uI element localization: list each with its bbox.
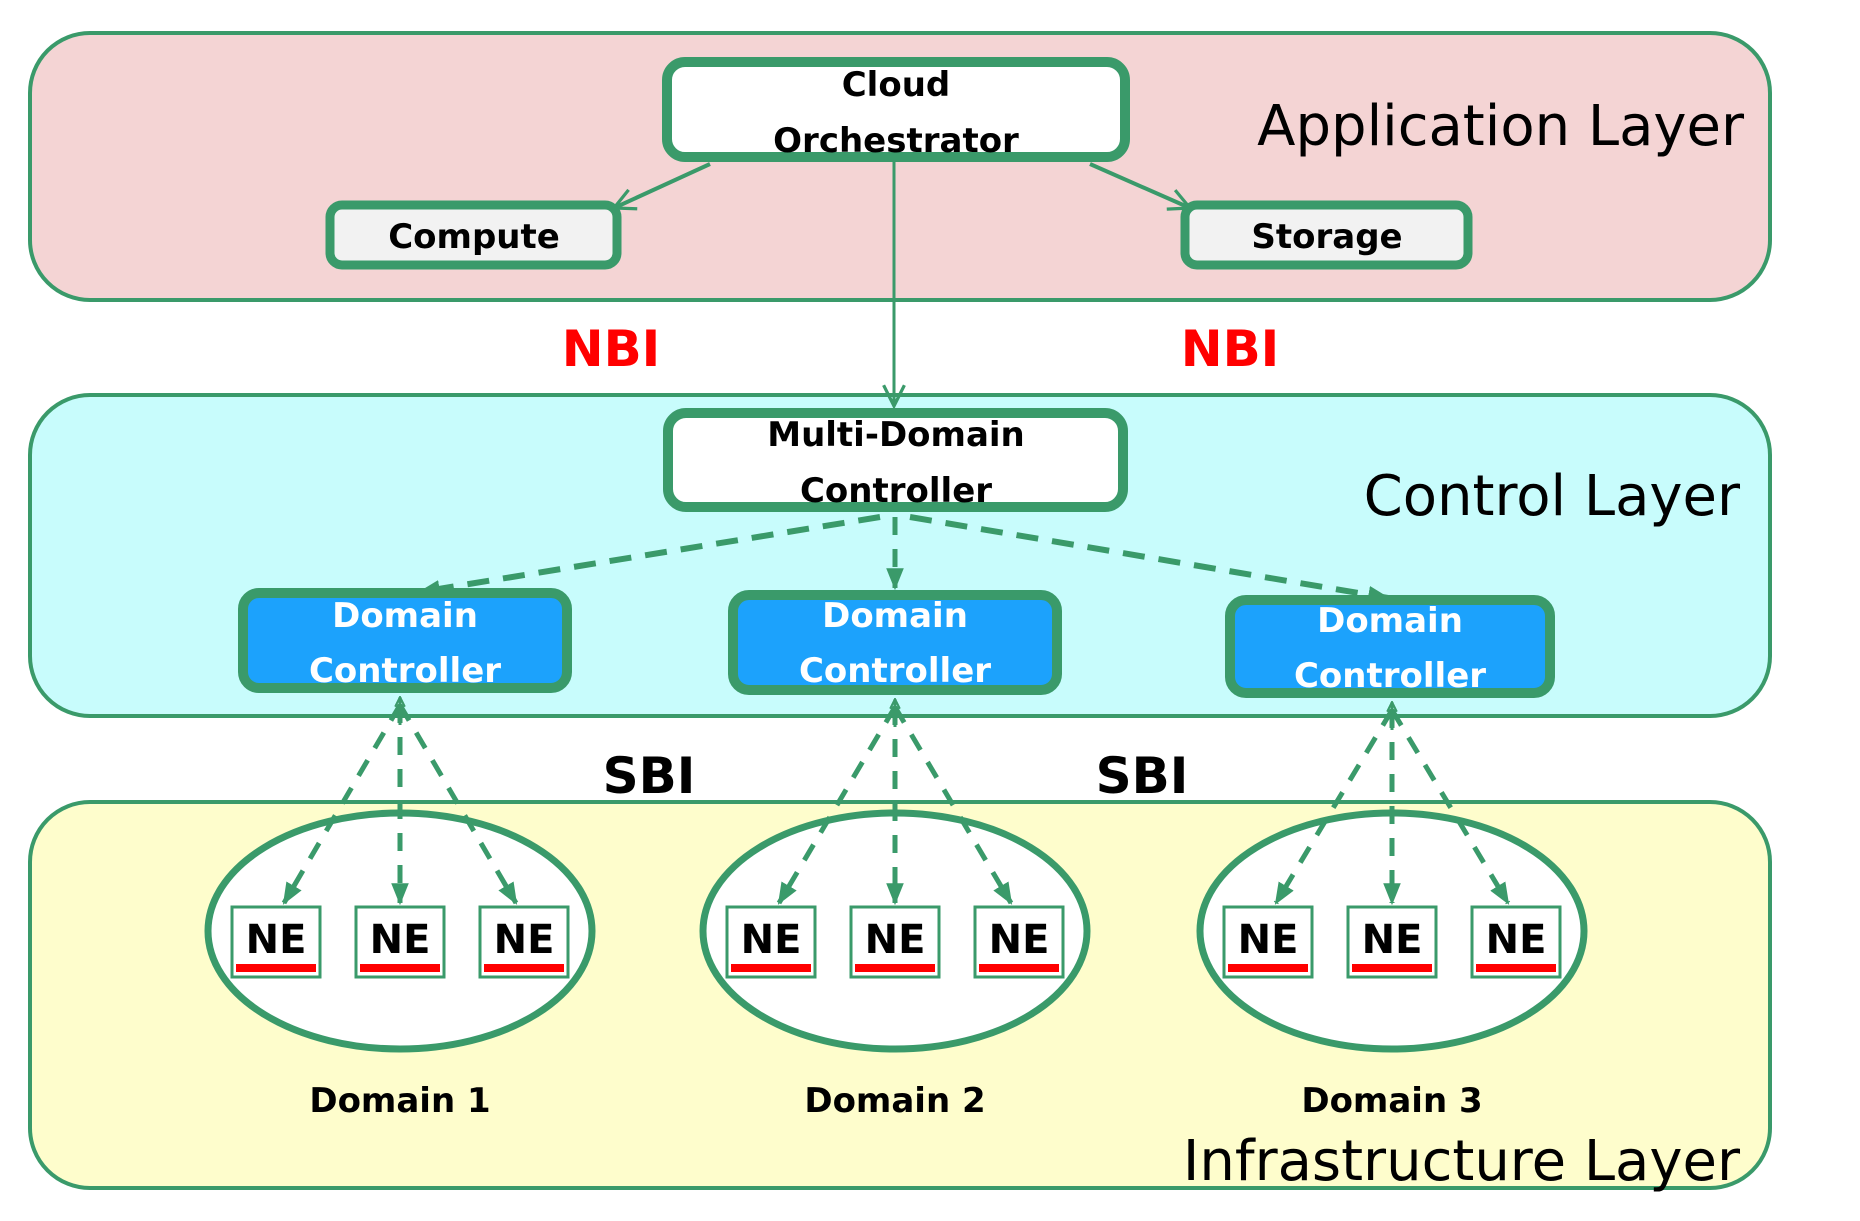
- sbi-link-domain-3-ne-1: [1273, 708, 1395, 905]
- network-element-box: NE: [1346, 905, 1438, 979]
- ne-label: NE: [1486, 917, 1547, 963]
- nbi-label-right: NBI: [1181, 320, 1280, 378]
- compute-label: Compute: [388, 217, 560, 257]
- domain-3-label: Domain 3: [1301, 1081, 1482, 1121]
- storage-label: Storage: [1251, 217, 1402, 257]
- infrastructure-layer-label: Infrastructure Layer: [1183, 1129, 1741, 1194]
- application-layer-label: Application Layer: [1257, 94, 1745, 159]
- ne-status-bar: [1228, 964, 1308, 972]
- cloud-orchestrator-line1: Cloud: [842, 65, 951, 105]
- ne-label: NE: [865, 917, 926, 963]
- sbi-label-right: SBI: [1096, 747, 1189, 805]
- ne-status-bar: [1476, 964, 1556, 972]
- ne-label: NE: [989, 917, 1050, 963]
- control-layer-label: Control Layer: [1364, 464, 1741, 529]
- domain-controller-2-box: Domain Controller: [728, 590, 1062, 695]
- cloud-orchestrator-line2: Orchestrator: [773, 121, 1019, 161]
- ne-label: NE: [1238, 917, 1299, 963]
- orchestrator-to-storage-arrow: [1089, 162, 1190, 208]
- sbi-link-domain-1-ne-3: [397, 703, 519, 905]
- network-element-box: NE: [1470, 905, 1562, 979]
- dc2-line2: Controller: [799, 651, 991, 691]
- network-element-box: NE: [230, 905, 322, 979]
- sbi-label-left: SBI: [603, 747, 696, 805]
- dc1-line2: Controller: [309, 651, 501, 691]
- domain-1-group: NE NE NE Domain 1: [204, 697, 596, 1121]
- domain-2-group: NE NE NE Domain 2: [699, 699, 1091, 1121]
- ne-label: NE: [741, 917, 802, 963]
- ne-label: NE: [370, 917, 431, 963]
- mdc-line1: Multi-Domain: [767, 415, 1025, 455]
- network-element-box: NE: [973, 905, 1065, 979]
- dc1-line1: Domain: [332, 596, 478, 636]
- network-element-box: NE: [849, 905, 941, 979]
- storage-box: Storage: [1180, 200, 1473, 270]
- network-element-box: NE: [725, 905, 817, 979]
- ne-status-bar: [360, 964, 440, 972]
- mdc-line2: Controller: [800, 471, 992, 511]
- dc3-line1: Domain: [1317, 601, 1463, 641]
- domain-1-label: Domain 1: [309, 1081, 490, 1121]
- domain-controller-1-box: Domain Controller: [238, 588, 572, 693]
- domain-controller-3-box: Domain Controller: [1225, 595, 1555, 698]
- ne-label: NE: [1362, 917, 1423, 963]
- sbi-link-domain-2-ne-3: [892, 705, 1014, 905]
- network-element-box: NE: [354, 905, 446, 979]
- cloud-orchestrator-box: Cloud Orchestrator: [662, 57, 1130, 162]
- ne-status-bar: [855, 964, 935, 972]
- network-element-box: NE: [1222, 905, 1314, 979]
- ne-status-bar: [484, 964, 564, 972]
- domain-3-group: NE NE NE Domain 3: [1196, 702, 1588, 1121]
- ne-status-bar: [731, 964, 811, 972]
- domains-group: NE NE NE Domain 1 NE NE NE Domain 2 NE NE NE Domain…: [204, 697, 1588, 1121]
- dc3-line2: Controller: [1294, 656, 1486, 696]
- multi-domain-controller-box: Multi-Domain Controller: [663, 408, 1128, 512]
- ne-label: NE: [246, 917, 307, 963]
- sbi-link-domain-3-ne-3: [1389, 708, 1511, 905]
- mdc-to-dc1-arrow: [417, 514, 881, 598]
- sbi-link-domain-2-ne-1: [776, 705, 898, 905]
- domain-2-label: Domain 2: [804, 1081, 985, 1121]
- nbi-label-left: NBI: [562, 320, 661, 378]
- ne-status-bar: [236, 964, 316, 972]
- ne-label: NE: [494, 917, 555, 963]
- network-element-box: NE: [478, 905, 570, 979]
- ne-status-bar: [1352, 964, 1432, 972]
- compute-box: Compute: [325, 200, 622, 270]
- sbi-link-domain-1-ne-1: [281, 703, 403, 905]
- mdc-to-dc3-arrow: [909, 514, 1391, 604]
- ne-status-bar: [979, 964, 1059, 972]
- dc2-line1: Domain: [822, 596, 968, 636]
- orchestrator-to-compute-arrow: [614, 162, 711, 208]
